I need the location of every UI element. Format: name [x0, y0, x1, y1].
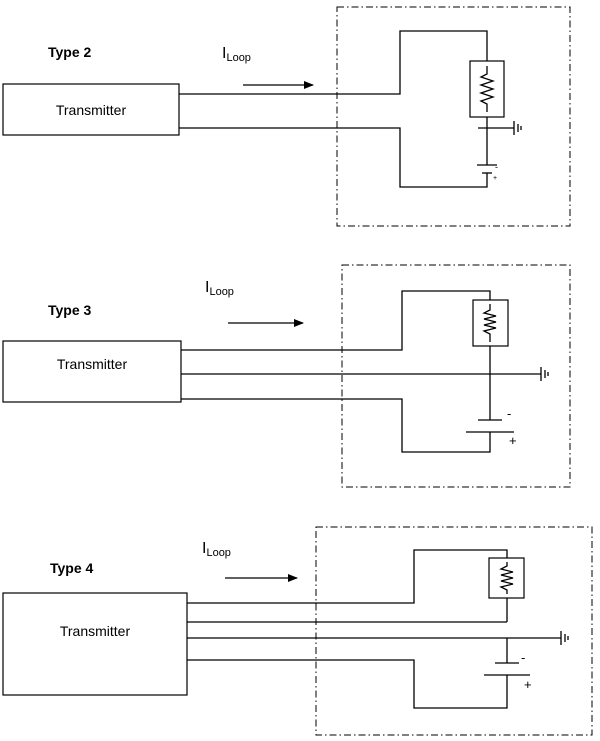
transmitter-label-type-4: Transmitter — [60, 623, 131, 639]
svg-text:-: - — [521, 650, 525, 665]
svg-text:+: + — [524, 677, 532, 692]
svg-text:+: + — [493, 175, 497, 182]
resistor-icon — [488, 557, 525, 599]
transmitter-label-type-2: Transmitter — [56, 102, 127, 118]
battery-icon: - + — [466, 406, 517, 448]
ground-icon — [478, 121, 522, 135]
iloop-label-type-2: ILoop — [222, 45, 251, 64]
svg-text:+: + — [509, 433, 517, 448]
resistor-icon — [469, 60, 505, 118]
transmitter-box-type-3 — [2, 340, 182, 403]
receiver-dashed-box-type-3 — [341, 264, 571, 488]
battery-icon: - + — [477, 162, 498, 182]
diagram-type-2: Type 2 Transmitter ILoop — [2, 6, 571, 227]
receiver-dashed-box-type-4 — [315, 526, 593, 736]
diagram-type-4: Type 4 Transmitter ILoop - — [2, 526, 593, 736]
type-3-label: Type 3 — [48, 302, 92, 318]
battery-icon: - + — [484, 650, 532, 692]
diagram-type-3: Type 3 Transmitter ILoop - + — [2, 264, 571, 488]
transmitter-box-type-4 — [2, 592, 188, 696]
type-4-label: Type 4 — [50, 560, 94, 576]
iloop-label-type-3: ILoop — [205, 279, 234, 298]
ground-icon — [560, 631, 569, 645]
wires-type-4 — [187, 549, 561, 709]
wires-type-3 — [181, 290, 541, 453]
wires-type-2 — [179, 30, 488, 188]
svg-text:-: - — [507, 406, 511, 421]
svg-text:-: - — [495, 162, 498, 172]
type-2-label: Type 2 — [48, 44, 92, 60]
ground-icon — [540, 367, 549, 381]
iloop-label-type-4: ILoop — [202, 540, 231, 559]
transmitter-box-type-2 — [2, 83, 180, 136]
transmitter-label-type-3: Transmitter — [57, 356, 128, 372]
resistor-icon — [472, 299, 509, 347]
receiver-dashed-box-type-2 — [336, 6, 571, 227]
